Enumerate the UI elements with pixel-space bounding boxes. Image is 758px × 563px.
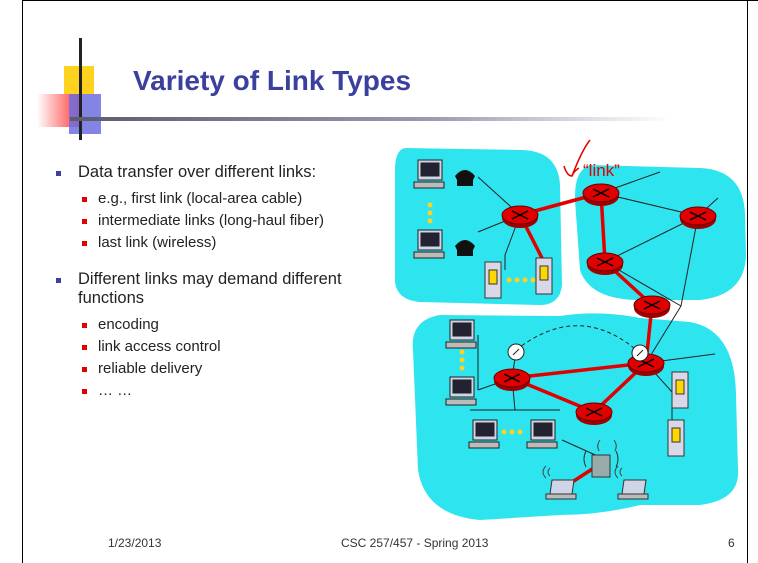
router-icon — [586, 252, 624, 275]
pc-icon — [413, 159, 445, 189]
satellite-dish-icon — [631, 344, 649, 362]
router-icon — [679, 206, 717, 229]
server-icon — [484, 261, 502, 299]
link-label: “link” — [583, 161, 620, 180]
sub-bullet-item: last link (wireless) — [56, 234, 376, 251]
pc-icons — [413, 159, 558, 449]
title-decoration — [0, 0, 140, 160]
footer-course: CSC 257/457 - Spring 2013 — [341, 536, 489, 550]
server-icon — [535, 257, 553, 295]
laptop-icon — [545, 479, 577, 500]
router-icon — [501, 205, 539, 228]
satellite-dish-icon — [507, 343, 525, 361]
server-icon — [671, 371, 689, 409]
slide-title: Variety of Link Types — [133, 65, 412, 96]
laptop-icon — [617, 479, 649, 500]
frame-top-border — [22, 0, 758, 1]
sub-bullet-item: reliable delivery — [56, 360, 376, 377]
pc-icon — [468, 419, 500, 449]
sub-bullet-item: link access control — [56, 338, 376, 355]
footer-page-number: 6 — [728, 536, 735, 550]
phone-icon — [455, 240, 475, 256]
access-point-icon — [583, 450, 619, 478]
sub-bullet-item: … … — [56, 382, 376, 399]
frame-left-border — [22, 0, 23, 563]
pc-icon — [445, 376, 477, 406]
phone-icon — [455, 170, 475, 186]
frame-right-border — [747, 0, 748, 563]
router-icon — [582, 183, 620, 206]
server-icon — [667, 419, 685, 457]
sub-bullet-item: encoding — [56, 316, 376, 333]
bullet-item: Different links may demand different fun… — [56, 270, 376, 308]
dashed-link — [515, 325, 641, 354]
router-icon — [633, 295, 671, 318]
sub-bullet-item: intermediate links (long-haul fiber) — [56, 212, 376, 229]
bullet-list: Data transfer over different links: e.g.… — [56, 163, 376, 404]
sub-bullet-item: e.g., first link (local-area cable) — [56, 190, 376, 207]
server-icons — [484, 257, 689, 457]
bullet-item: Data transfer over different links: — [56, 163, 376, 182]
footer-date: 1/23/2013 — [108, 536, 162, 550]
router-icon — [575, 402, 613, 425]
pc-icon — [413, 229, 445, 259]
routers — [493, 183, 717, 425]
pc-icon — [445, 319, 477, 349]
pc-icon — [526, 419, 558, 449]
router-icon — [493, 368, 531, 391]
title-underline — [70, 117, 670, 121]
ellipsis-dots — [427, 202, 536, 435]
wireless-waves-icon — [542, 439, 623, 479]
